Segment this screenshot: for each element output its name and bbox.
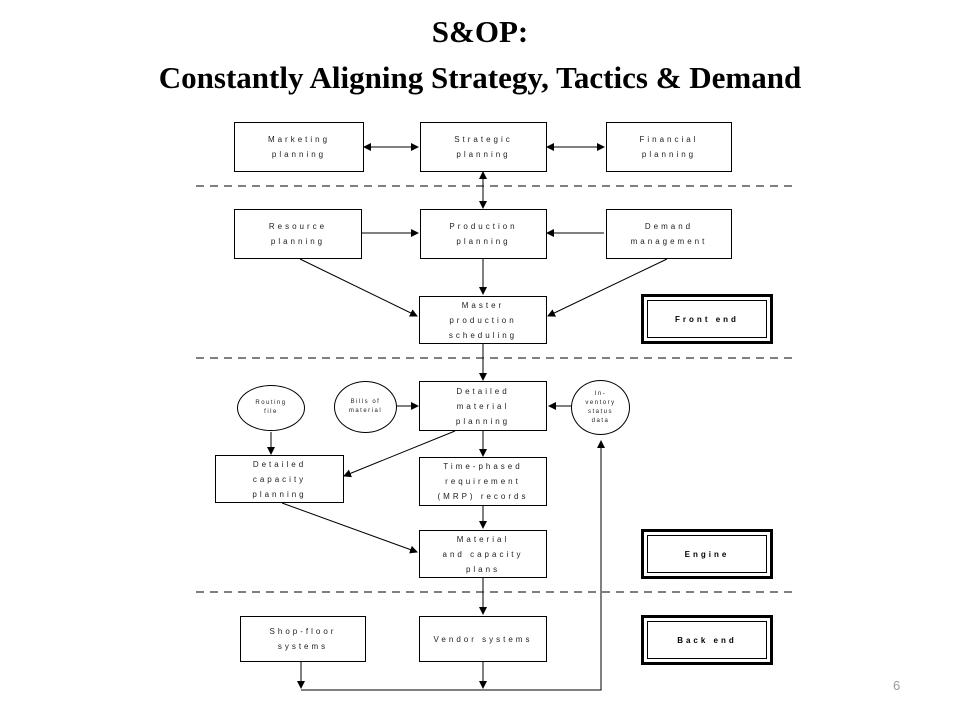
arrow-capacity-plans	[281, 502, 418, 554]
box-material-capacity-plans: Material and capacity plans	[419, 530, 547, 578]
box-detailed-capacity-planning: Detailed capacity planning	[215, 455, 344, 503]
box-marketing-planning: Marketing planning	[234, 122, 364, 172]
box-strategic-planning: Strategic planning	[420, 122, 547, 172]
arrow-demand-mps	[547, 258, 668, 317]
box-master-production-scheduling: Master production scheduling	[419, 296, 547, 344]
separator-lines	[196, 185, 796, 593]
label-back-end: Back end	[641, 615, 773, 665]
oval-inventory-status-data: In- ventory status data	[571, 380, 630, 435]
box-demand-management: Demand management	[606, 209, 732, 259]
oval-bills-of-material: Bills of material	[334, 381, 397, 433]
box-financial-planning: Financial planning	[606, 122, 732, 172]
page-number: 6	[893, 678, 901, 693]
box-detailed-material-planning: Detailed material planning	[419, 381, 547, 431]
page-title-line-1: S&OP:	[431, 14, 529, 49]
page-title-line-2: Constantly Aligning Strategy, Tactics & …	[158, 60, 802, 95]
box-production-planning: Production planning	[420, 209, 547, 259]
arrow-feedback-inventory	[301, 440, 605, 691]
label-front-end: Front end	[641, 294, 773, 344]
arrow-material-capacity	[343, 430, 456, 478]
label-engine: Engine	[641, 529, 773, 579]
oval-routing-file: Routing file	[237, 385, 305, 431]
box-resource-planning: Resource planning	[234, 209, 362, 259]
box-shop-floor-systems: Shop-floor systems	[240, 616, 366, 662]
box-vendor-systems: Vendor systems	[419, 616, 547, 662]
box-time-phased-mrp-records: Time-phased requirement (MRP) records	[419, 457, 547, 506]
arrow-resource-mps	[299, 258, 418, 317]
